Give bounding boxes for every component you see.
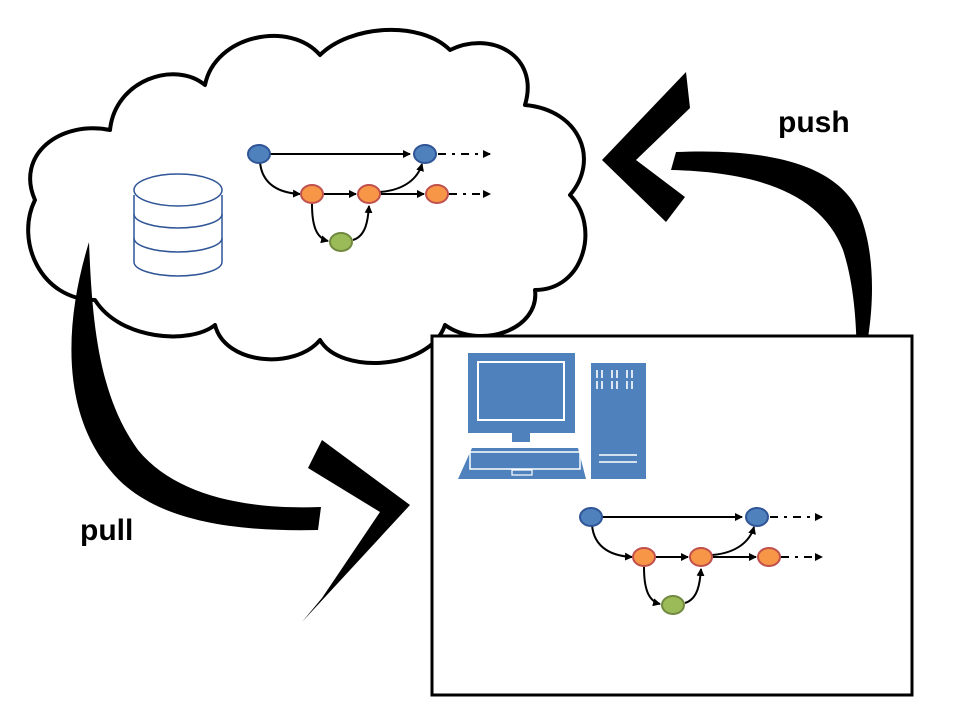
remote-feature-commit xyxy=(300,184,324,204)
remote-main-commit xyxy=(413,144,437,164)
local-sub-branch-edge xyxy=(643,566,661,607)
pull-label: pull xyxy=(80,514,134,547)
pull-arrow xyxy=(71,242,321,531)
remote-sub-branch-edge xyxy=(311,203,329,244)
remote-merge-edge xyxy=(379,163,424,193)
local-feature-commit xyxy=(689,547,713,567)
local-feature-commit xyxy=(632,547,656,567)
database-icon xyxy=(133,173,223,277)
remote-feature-commit xyxy=(425,184,449,204)
local-main-commit xyxy=(579,507,603,527)
monitor-screen xyxy=(477,361,565,421)
remote-sub-commit xyxy=(329,232,353,252)
local-merge-edge xyxy=(711,526,756,556)
local-sub-merge-edge xyxy=(684,568,705,604)
tower-vents xyxy=(596,370,637,463)
remote-sub-merge-edge xyxy=(352,205,373,241)
keyboard-key xyxy=(511,469,533,476)
remote-branch-edge xyxy=(259,161,301,198)
push-label: push xyxy=(778,106,850,139)
tower xyxy=(591,363,646,479)
pull-arrowhead xyxy=(302,440,410,622)
remote-main-commit xyxy=(247,144,271,164)
monitor-stand xyxy=(512,433,530,442)
desktop-computer-icon xyxy=(458,353,646,479)
keyboard xyxy=(458,448,586,479)
keyboard-outline xyxy=(469,451,581,470)
local-feature-commit xyxy=(757,547,781,567)
local-sub-commit xyxy=(661,595,685,615)
local-commit-graph xyxy=(579,507,823,615)
remote-feature-commit xyxy=(357,184,381,204)
local-branch-edge xyxy=(591,524,633,561)
push-arrow xyxy=(671,151,872,388)
remote-commit-graph xyxy=(247,144,491,252)
push-arrowhead xyxy=(602,72,690,222)
local-main-commit xyxy=(745,507,769,527)
